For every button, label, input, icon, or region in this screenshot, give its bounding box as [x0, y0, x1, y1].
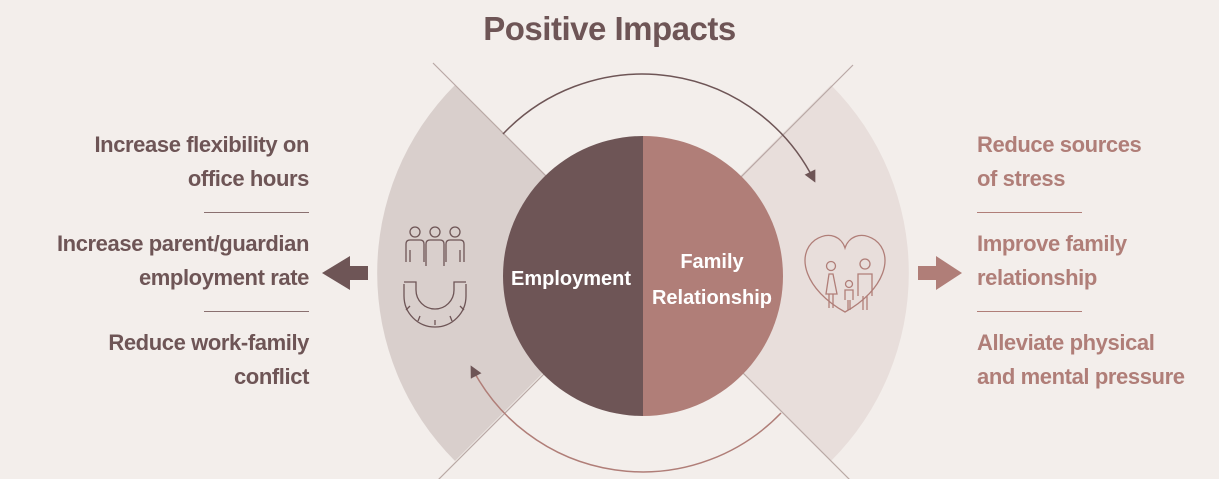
- arrow-right-icon: [918, 256, 962, 290]
- impact-item-line: of stress: [977, 166, 1066, 191]
- impact-item-line: Increase flexibility on: [94, 132, 309, 157]
- family-half: [643, 136, 783, 416]
- impact-item: Improve family relationship: [977, 227, 1219, 297]
- family-impacts-list: Reduce sources of stress Improve family …: [977, 128, 1219, 394]
- impact-item: Increase parent/guardian employment rate: [0, 227, 309, 297]
- page-title: Positive Impacts: [483, 10, 736, 47]
- employment-impacts-list: Increase flexibility on office hours Inc…: [0, 128, 309, 394]
- top-cycle-arrow: [502, 73, 816, 183]
- employment-half: [503, 136, 643, 416]
- family-label-line2: Relationship: [652, 287, 772, 309]
- employment-label: Employment: [511, 268, 631, 290]
- workers-gear-icon: [403, 226, 467, 328]
- divider: [204, 212, 309, 213]
- impact-item-line: relationship: [977, 265, 1097, 290]
- family-label-line1: Family: [680, 251, 744, 273]
- impact-item: Alleviate physical and mental pressure: [977, 326, 1219, 394]
- impact-item-line: Increase parent/guardian: [56, 231, 309, 256]
- bottom-cycle-arrow: [470, 365, 782, 473]
- divider: [977, 212, 1082, 213]
- impact-item-line: office hours: [187, 166, 310, 191]
- arrow-left-icon: [322, 256, 368, 290]
- impact-item-line: conflict: [233, 364, 309, 389]
- impact-item: Reduce sources of stress: [977, 128, 1219, 198]
- impact-item-line: and mental pressure: [977, 364, 1185, 389]
- impact-item-line: Improve family: [977, 231, 1127, 256]
- divider: [204, 311, 309, 312]
- family-heart-icon: [804, 234, 886, 313]
- impact-item-line: employment rate: [138, 265, 309, 290]
- divider: [977, 311, 1082, 312]
- impact-item: Increase flexibility on office hours: [0, 128, 309, 198]
- impact-item-line: Reduce work-family: [108, 330, 309, 355]
- impact-item: Reduce work-family conflict: [0, 326, 309, 394]
- impact-item-line: Alleviate physical: [977, 330, 1155, 355]
- impact-item-line: Reduce sources: [977, 132, 1142, 157]
